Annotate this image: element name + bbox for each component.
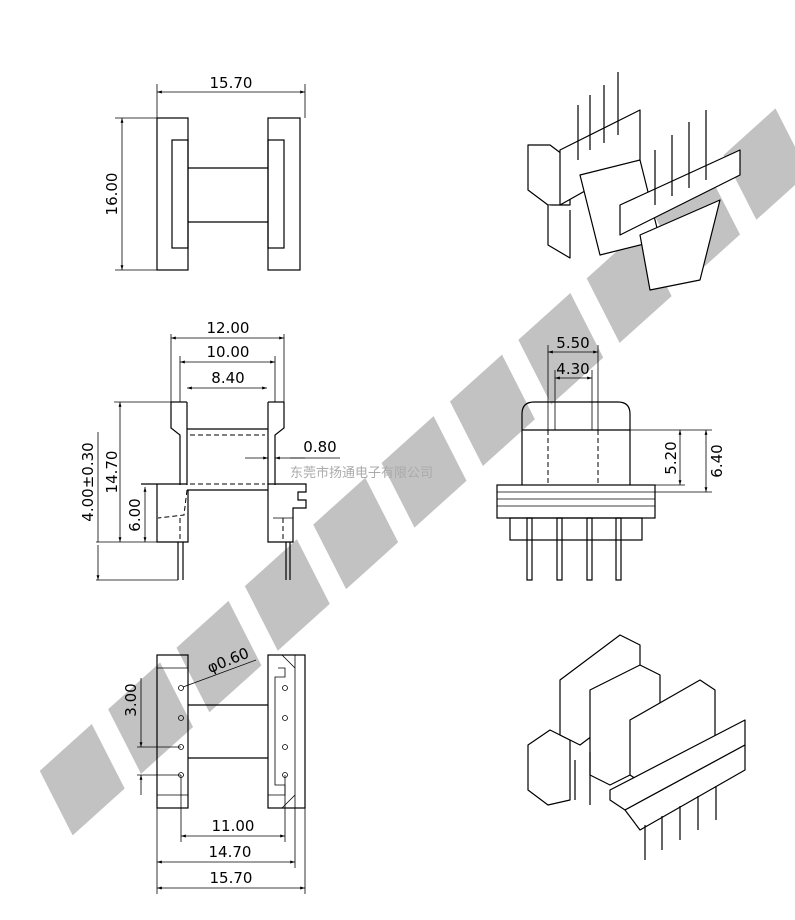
iso-pins — [577, 72, 707, 205]
pin-holes — [178, 685, 288, 778]
top-view: 15.70 16.00 — [103, 74, 306, 271]
dim-pin-length: 4.00±0.30 — [79, 442, 97, 521]
dim-5-5: 5.50 — [556, 334, 589, 352]
front-view: 5.50 4.30 5.20 6.40 — [496, 334, 726, 581]
dim-11: 11.00 — [212, 817, 255, 835]
dim-6-4: 6.40 — [708, 444, 726, 477]
iso-pins-down — [574, 752, 717, 860]
dim-12: 12.00 — [207, 319, 250, 337]
pitch-dim: 3.00 — [122, 683, 140, 716]
side-view: 12.00 10.00 8.40 14.70 6.00 4.00±0.30 0.… — [79, 319, 340, 581]
dim-8-4: 8.40 — [211, 369, 244, 387]
dim-15-7-bottom: 15.70 — [210, 869, 253, 887]
dim-wall: 0.80 — [303, 438, 336, 456]
dim-14-7: 14.70 — [103, 451, 121, 494]
dim-14-7-bottom: 14.70 — [209, 843, 252, 861]
isometric-view-pins-up — [527, 72, 741, 291]
top-height-dim: 16.00 — [103, 173, 121, 216]
dim-5-2: 5.20 — [662, 441, 680, 474]
dim-4-3: 4.30 — [556, 360, 589, 378]
watermark-small: 东莞市扬通电子有限公司 — [290, 465, 433, 481]
isometric-view-pins-down — [527, 634, 746, 860]
dim-10: 10.00 — [207, 343, 250, 361]
dim-6: 6.00 — [126, 498, 144, 531]
front-pins — [526, 517, 622, 581]
top-width-dim: 15.70 — [210, 74, 253, 92]
watermark-large-graphic — [39, 108, 795, 836]
